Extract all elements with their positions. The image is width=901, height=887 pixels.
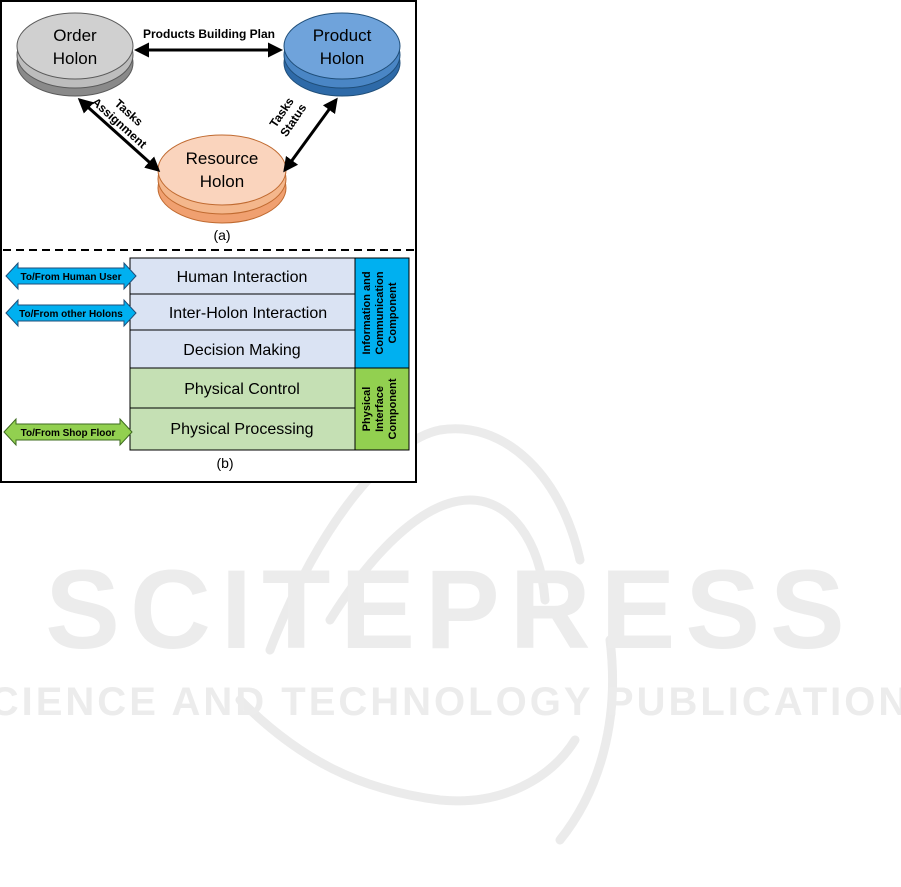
svg-text:Human Interaction: Human Interaction <box>177 269 308 286</box>
layer-inter-holon-interaction: Inter-Holon Interaction <box>129 293 356 331</box>
product-holon-line2: Holon <box>320 49 364 68</box>
svg-text:Decision Making: Decision Making <box>183 342 300 359</box>
resource-holon-line1: Resource <box>186 149 259 168</box>
order-resource-arrow <box>77 97 161 173</box>
svg-text:Component: Component <box>387 378 399 439</box>
resource-holon-line2: Holon <box>200 172 244 191</box>
svg-text:Interface: Interface <box>374 386 386 432</box>
io-arrow-human-user: To/From Human User <box>5 261 137 291</box>
product-resource-arrow <box>283 97 338 173</box>
svg-text:Physical: Physical <box>361 387 373 432</box>
product-holon: Product Holon <box>283 12 401 97</box>
svg-text:Communication: Communication <box>374 271 386 354</box>
order-product-label: Products Building Plan <box>143 27 275 41</box>
holon-figure: Order Holon Product Holon Resource Holon… <box>0 0 417 483</box>
layer-decision-making: Decision Making <box>129 329 356 369</box>
svg-text:Physical Processing: Physical Processing <box>170 421 313 438</box>
watermark-tagline: SCIENCE AND TECHNOLOGY PUBLICATIONS <box>0 680 901 724</box>
layer-human-interaction: Human Interaction <box>129 257 356 295</box>
watermark-brand: SCITEPRESS <box>45 547 855 672</box>
order-holon-line2: Holon <box>53 49 97 68</box>
layer-physical-control: Physical Control <box>129 367 356 409</box>
product-holon-line1: Product <box>313 26 372 45</box>
caption-b: (b) <box>216 455 233 471</box>
svg-text:To/From other Holons: To/From other Holons <box>19 309 123 320</box>
svg-text:To/From Shop Floor: To/From Shop Floor <box>21 428 116 439</box>
watermark-book-logo <box>235 424 617 845</box>
physical-interface-component: Physical Interface Component <box>354 367 410 451</box>
svg-text:Inter-Holon Interaction: Inter-Holon Interaction <box>169 305 327 322</box>
resource-holon: Resource Holon <box>157 134 287 224</box>
io-arrow-shop-floor: To/From Shop Floor <box>3 417 133 447</box>
info-communication-component: Information and Communication Component <box>354 257 410 369</box>
svg-text:Component: Component <box>387 282 399 343</box>
io-arrow-other-holons: To/From other Holons <box>5 298 137 328</box>
order-holon-line1: Order <box>53 26 97 45</box>
svg-text:Information and: Information and <box>361 271 373 354</box>
svg-text:To/From Human User: To/From Human User <box>21 272 122 283</box>
svg-text:Physical Control: Physical Control <box>184 381 300 398</box>
layer-physical-processing: Physical Processing <box>129 407 356 451</box>
caption-a: (a) <box>213 227 230 243</box>
order-holon: Order Holon <box>16 12 134 97</box>
